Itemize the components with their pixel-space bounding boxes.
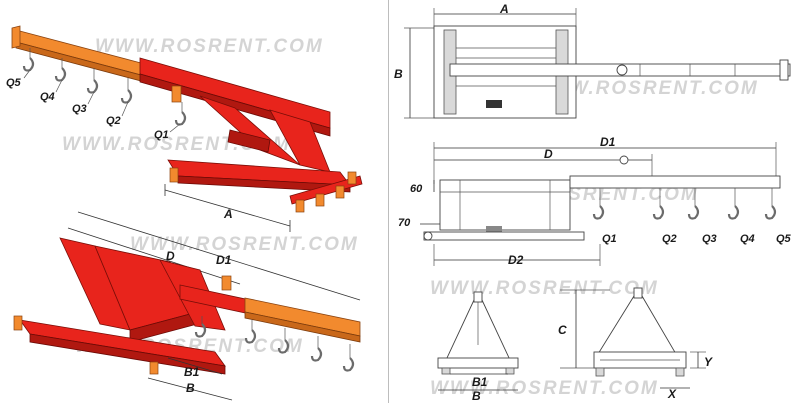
mount-tab — [315, 193, 325, 207]
plan-view: A B — [394, 2, 791, 119]
front-view-left: B1 B — [437, 291, 519, 403]
label-b: B — [394, 67, 403, 81]
mount-tab — [295, 199, 305, 213]
label-a: A — [223, 207, 233, 221]
side-frame-outline — [439, 179, 571, 231]
a-frame-brace — [227, 129, 271, 153]
boom-extension-side — [244, 311, 361, 343]
front-view-right: C Y X — [558, 287, 713, 401]
base-frame-side — [29, 333, 226, 375]
lifting-eye — [619, 155, 629, 165]
hook-q3 — [86, 68, 99, 94]
hook-q4 — [310, 336, 323, 362]
label-b1: B1 — [184, 365, 200, 379]
hook-q4 — [727, 188, 740, 220]
base-rail — [423, 231, 585, 241]
label-q5: Q5 — [6, 77, 22, 89]
side-view: D1 D 60 70 Q1 Q2 Q3 Q4 Q5 — [398, 135, 792, 267]
label-60: 60 — [410, 183, 423, 195]
mount-tab — [335, 185, 345, 199]
mount-tab — [149, 361, 159, 375]
base-front — [437, 357, 519, 369]
boom-end-cap — [779, 59, 789, 81]
label-d: D — [166, 249, 175, 263]
nameplate — [486, 226, 502, 232]
lifting-eye — [633, 287, 643, 299]
dimension-b-line — [147, 377, 233, 401]
isometric-views-panel: WWW.ROSRENT.COM WWW.ROSRENT.COM WWW.ROSR… — [0, 0, 388, 403]
watermark-text: WWW.ROSRENT.COM — [130, 234, 359, 255]
hook-q2 — [120, 78, 133, 104]
lifting-eye — [221, 275, 232, 291]
dimension-d-line — [67, 227, 241, 285]
hook-q2 — [652, 188, 665, 220]
a-frame-front — [597, 295, 677, 355]
nameplate — [486, 100, 502, 108]
hook-q5 — [342, 344, 355, 372]
lifting-eye — [473, 291, 483, 303]
watermark-text: WWW.ROSRENT.COM — [430, 278, 659, 299]
label-q3: Q3 — [72, 103, 87, 115]
label-q5: Q5 — [776, 233, 792, 245]
hook-q1 — [174, 102, 187, 126]
label-q2: Q2 — [106, 115, 121, 127]
label-a: A — [499, 2, 509, 16]
label-b: B — [472, 389, 481, 403]
base-frame-rail — [289, 175, 363, 205]
dimension-a-line — [164, 189, 291, 227]
label-x: X — [667, 387, 677, 401]
boom-end-cap — [11, 25, 21, 49]
lifting-eye — [171, 85, 182, 103]
boom-side — [569, 175, 781, 189]
label-d1: D1 — [600, 135, 616, 149]
label-q2: Q2 — [662, 233, 677, 245]
dimension-d1-line — [77, 211, 361, 301]
isometric-views-svg: WWW.ROSRENT.COM WWW.ROSRENT.COM WWW.ROSR… — [6, 25, 363, 401]
label-q1: Q1 — [602, 233, 617, 245]
dimension-b1-line — [167, 357, 223, 375]
watermark-text: WWW.ROSRENT.COM — [95, 36, 324, 57]
label-d1: D1 — [216, 253, 232, 267]
label-q1: Q1 — [154, 129, 169, 141]
label-d2: D2 — [508, 253, 524, 267]
hook-q1 — [592, 188, 605, 220]
mount-tab — [347, 171, 357, 185]
mount-tab — [169, 167, 179, 183]
label-q4: Q4 — [740, 233, 755, 245]
fork-pocket — [423, 231, 433, 241]
watermark-text: WWW.ROSRENT.COM — [430, 378, 659, 399]
mount-tab — [13, 315, 23, 331]
hook-q5 — [764, 188, 777, 220]
bottom-isometric-jib: D D1 B1 B — [13, 211, 361, 401]
hook-q4 — [54, 58, 67, 82]
orthographic-views-panel: WWW.ROSRENT.COM WWW.ROSRENT.COM WWW.ROSR… — [390, 0, 800, 403]
label-70: 70 — [398, 217, 411, 229]
label-b1: B1 — [472, 375, 488, 389]
hook-q3 — [277, 328, 290, 354]
label-d: D — [544, 147, 553, 161]
hook-q2 — [244, 320, 257, 344]
label-c: C — [558, 323, 567, 337]
label-b: B — [186, 381, 195, 395]
label-y: Y — [704, 355, 713, 369]
label-q4: Q4 — [40, 91, 55, 103]
label-q3: Q3 — [702, 233, 717, 245]
hook-q1 — [194, 316, 207, 338]
watermark-text: WWW.ROSRENT.COM — [530, 78, 759, 99]
orthographic-views-svg: WWW.ROSRENT.COM WWW.ROSRENT.COM WWW.ROSR… — [394, 2, 792, 403]
lifting-eye — [616, 64, 628, 76]
top-isometric-jib: Q5 Q4 Q3 Q2 Q1 A — [6, 25, 363, 232]
panel-divider — [388, 0, 389, 403]
hook-q3 — [687, 188, 700, 220]
